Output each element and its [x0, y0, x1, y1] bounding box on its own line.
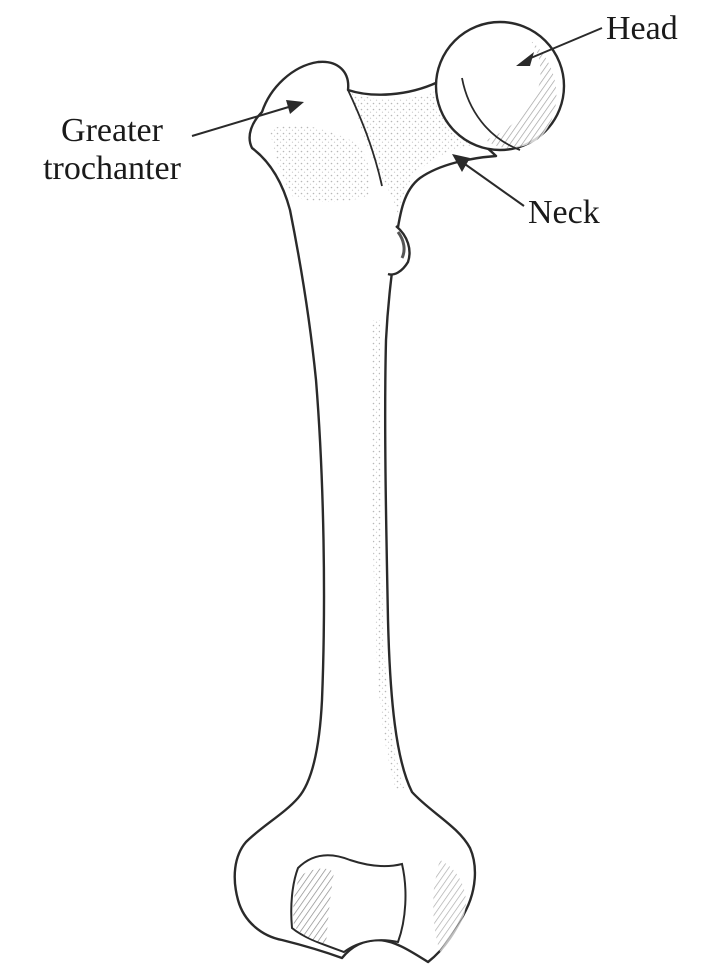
femur-bone	[235, 22, 564, 962]
neck-pointer-line	[462, 162, 524, 206]
label-greater-trochanter-line1: Greater	[18, 112, 206, 150]
label-greater-trochanter-line2: trochanter	[18, 150, 206, 188]
label-head: Head	[606, 10, 678, 48]
label-neck: Neck	[528, 194, 600, 232]
label-greater-trochanter: Greater trochanter	[18, 112, 206, 188]
